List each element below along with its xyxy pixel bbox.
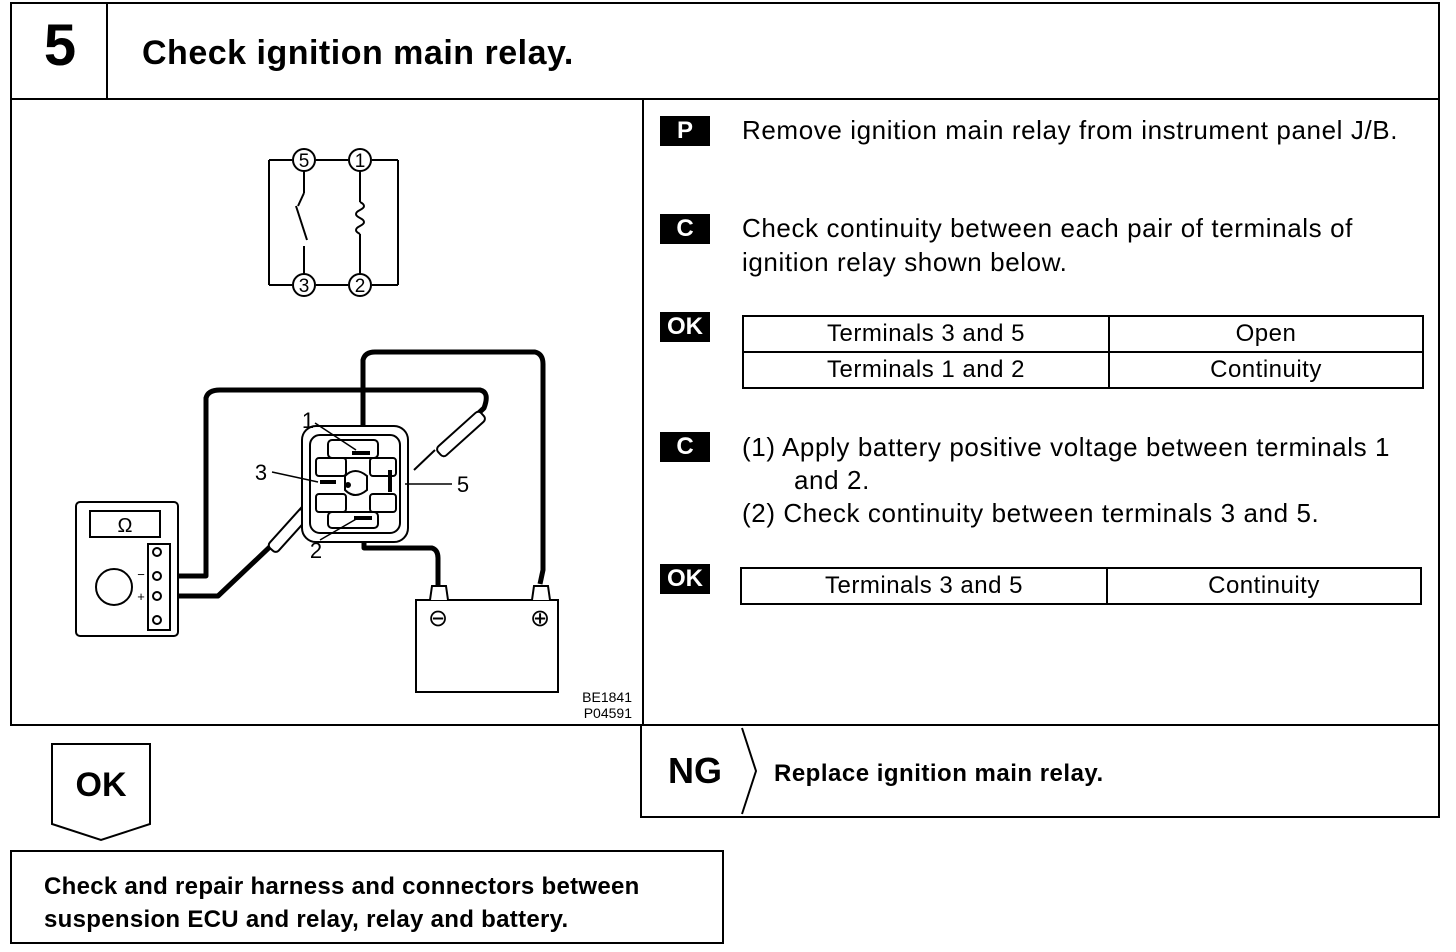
battery-negative-wire [361,516,441,586]
ok-label: OK [75,766,127,804]
battery-positive-wire [360,349,546,585]
ok-action-text: Check and repair harness and connectors … [44,870,640,936]
step-title: Check ignition main relay. [142,34,574,72]
table-cell: Terminals 1 and 2 [742,351,1110,389]
meter-plus-label: + [137,589,145,604]
relay-test-diagram: 5 1 3 2 1 3 [75,148,632,721]
figure-code-1: BE1841 [582,689,632,705]
relay-coil [355,201,365,235]
table-row: Terminals 3 and 5 Open [742,315,1424,353]
step-number: 5 [43,13,77,78]
schematic-label-3: 3 [299,276,310,297]
table-row: Terminals 1 and 2 Continuity [742,351,1424,389]
relay-label-3: 3 [255,460,267,485]
spec-table-1: Terminals 3 and 5 Open Terminals 1 and 2… [742,315,1424,389]
meter-display [89,510,161,538]
ohm-symbol: Ω [118,515,133,537]
table-cell: Open [1108,315,1424,353]
table-cell: Continuity [1108,351,1424,389]
table-cell: Terminals 3 and 5 [740,567,1108,605]
meter-lead-1 [171,387,489,579]
battery-negative-terminal: ⊖ [428,605,448,632]
meter-lead-2 [171,540,277,599]
battery-positive-terminal: ⊕ [530,605,550,632]
ok-action-line-1: Check and repair harness and connectors … [44,873,640,900]
table-cell: Terminals 3 and 5 [742,315,1110,353]
step-header: 5 Check ignition main relay. [10,2,1440,100]
step-number-cell: 5 [12,4,108,98]
table-row: Terminals 3 and 5 Continuity [740,567,1422,605]
ok-action-box: Check and repair harness and connectors … [10,850,724,944]
procedure-badge-p: P [660,116,710,146]
procedure-badge-c-1: C [660,214,710,244]
procedure-badge-c-2: C [660,432,710,462]
spec-table-2: Terminals 3 and 5 Continuity [740,567,1422,605]
ohmmeter [75,501,179,637]
relay-label-2: 2 [310,538,322,563]
schematic-label-1: 1 [355,151,366,172]
relay-body [301,425,409,543]
relay-label-1: 1 [302,408,314,433]
battery [415,585,559,693]
meter-dial [95,568,133,606]
meter-jack-panel [147,543,171,631]
instruction-remove-relay: Remove ignition main relay from instrume… [742,115,1399,145]
instruction-check-3-5: (2) Check continuity between terminals 3… [742,498,1320,528]
instruction-apply-voltage: (1) Apply battery positive voltage betwe… [742,432,1391,495]
ok-arrow-icon [51,743,151,842]
schematic-label-2: 2 [355,276,366,297]
relay-schematic [268,148,399,297]
ng-action-text: Replace ignition main relay. [774,760,1104,787]
probe-upper [436,410,486,458]
ng-result-box: NG Replace ignition main relay. [640,724,1440,818]
switch-contact [295,205,308,241]
ng-label: NG [668,750,722,791]
instruction-check-continuity: Check continuity between each pair of te… [742,213,1353,277]
result-badge-ok-1: OK [660,312,710,342]
ok-action-line-2: suspension ECU and relay, relay and batt… [44,906,569,933]
schematic-label-5: 5 [299,151,310,172]
table-cell: Continuity [1106,567,1422,605]
result-badge-ok-2: OK [660,564,710,594]
relay-label-5: 5 [457,472,469,497]
meter-minus-label: − [137,567,145,582]
ng-chevron-icon [741,727,758,815]
figure-code-2: P04591 [584,705,632,721]
column-divider [642,98,644,726]
